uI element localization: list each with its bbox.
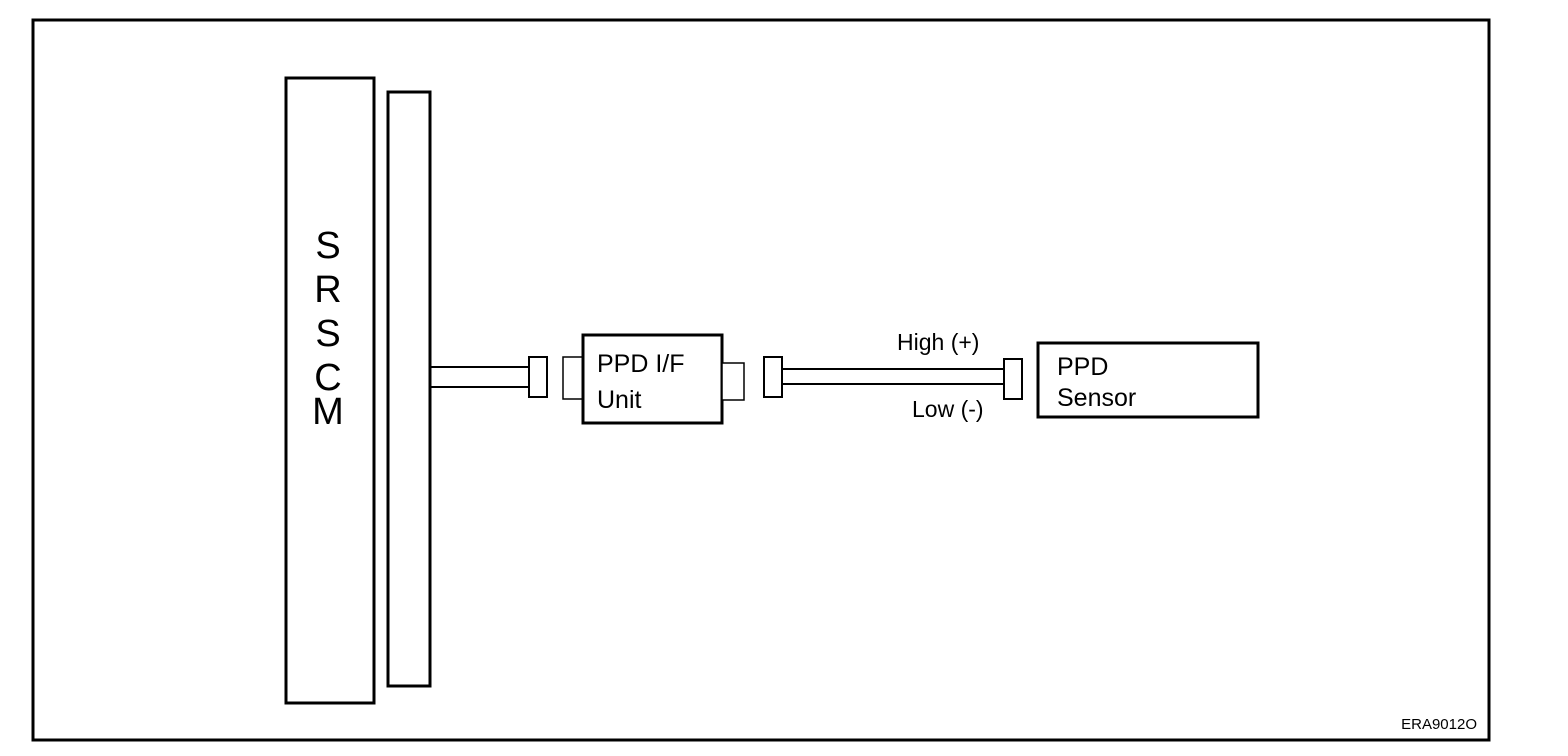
srscm-connector [386,90,432,688]
connector-plug-left [528,356,548,398]
connector-plug-right [763,356,783,398]
unit-socket-right [721,362,745,401]
ppd-interface-unit-label-line2: Unit [597,386,642,414]
diagram-frame [31,18,1491,742]
srscm-letter-1: S [315,225,340,267]
wire-low-label: Low (-) [912,396,984,422]
ppd-interface-unit-label-line1: PPD I/F [597,350,685,378]
srscm-label: S R S C M [312,225,344,433]
srscm-letter-5: M [312,391,344,433]
srscm-module [284,76,376,705]
ppd-sensor [1036,341,1260,419]
srscm-letter-2: R [314,269,341,311]
figure-code: ERA9012O [1401,716,1477,733]
ppd-sensor-label-line2: Sensor [1057,384,1136,412]
ppd-sensor-label-line1: PPD [1057,353,1108,381]
unit-socket-left [562,356,584,400]
wire-high-label: High (+) [897,329,979,355]
sensor-connector [1003,358,1023,400]
srscm-letter-3: S [315,313,340,355]
srscm-letter-4: C [314,357,341,399]
